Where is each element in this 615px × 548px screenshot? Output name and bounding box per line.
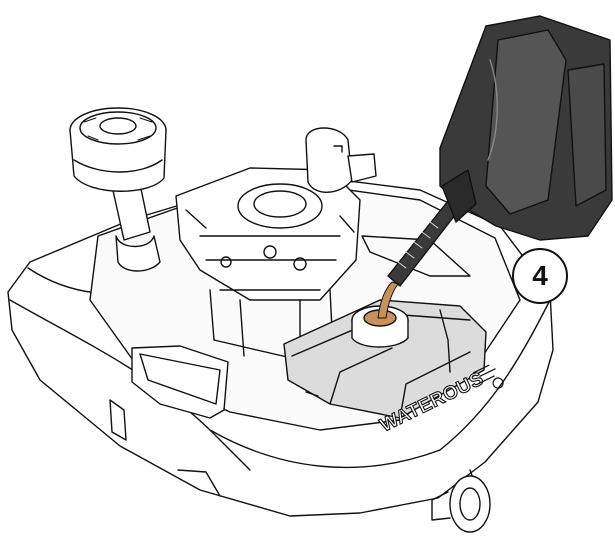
engine-block <box>175 167 361 361</box>
handle-slot <box>131 345 229 419</box>
side-vent <box>109 399 127 441</box>
drain-plug <box>431 475 491 533</box>
air-filter <box>69 107 167 192</box>
pull-start-housing <box>305 127 377 193</box>
brand-emblem-icon <box>472 364 504 389</box>
oil-jug <box>439 15 613 241</box>
step-number-label: 4 <box>532 260 548 291</box>
intake-tube <box>111 183 161 272</box>
oil-fill-neck <box>351 305 409 348</box>
oil-stream <box>377 281 399 319</box>
step-number-badge: 4 <box>512 248 568 304</box>
